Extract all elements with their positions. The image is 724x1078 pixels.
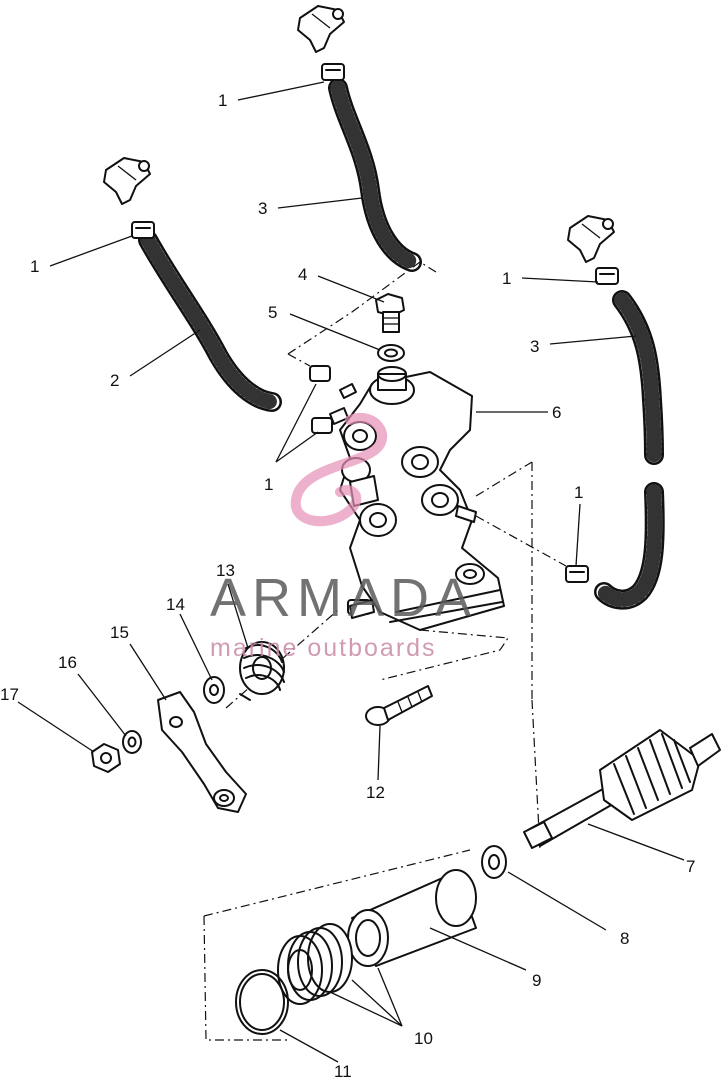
callout-5: 5 (268, 303, 277, 322)
callout-1: 1 (218, 91, 227, 110)
drive-gear-shaft-part-7 (523, 729, 721, 849)
watermark-tagline: marine outboards (210, 634, 437, 662)
leader-lines (17, 81, 685, 1063)
callout-1: 1 (574, 483, 583, 502)
callout-4: 4 (298, 265, 307, 284)
clamp-1-left (131, 221, 155, 239)
washer-part-16 (122, 730, 142, 754)
hose-lower-right (594, 482, 665, 610)
armada-logo-mark (290, 413, 388, 527)
callout-1: 1 (264, 475, 273, 494)
screw-part-4 (375, 293, 405, 333)
callout-10: 10 (414, 1029, 433, 1048)
retaining-ring-part-11 (235, 969, 289, 1035)
clamp-1-top (321, 63, 345, 81)
hose-part-3-right (612, 290, 664, 465)
callout-6: 6 (552, 403, 561, 422)
clamp-1-lower-right (565, 565, 589, 583)
callout-3: 3 (530, 337, 539, 356)
callout-11: 11 (334, 1062, 352, 1078)
spring-part-13 (239, 641, 285, 701)
nozzle-top-left (103, 157, 151, 205)
callout-13: 13 (216, 561, 235, 580)
hose-part-3-upper (328, 78, 422, 272)
callout-17: 17 (0, 685, 19, 704)
callout-7: 7 (686, 857, 695, 876)
callout-15: 15 (110, 623, 129, 642)
callout-16: 16 (58, 653, 77, 672)
watermark-name: ARMADA (210, 568, 477, 628)
callout-2: 2 (110, 371, 119, 390)
callout-1: 1 (30, 257, 39, 276)
washer-part-14 (203, 676, 225, 704)
callout-9: 9 (532, 971, 541, 990)
clamp-1-pump-upper (309, 365, 331, 382)
nut-part-17 (91, 743, 121, 773)
armada-watermark: ARMADA marine outboards (210, 568, 477, 662)
washer-part-8 (481, 845, 507, 879)
shaft-stub (349, 599, 375, 619)
nozzle-top-right (567, 215, 615, 263)
washer-part-5 (377, 344, 405, 362)
callout-12: 12 (366, 783, 385, 802)
callout-14: 14 (166, 595, 185, 614)
hose-part-2 (138, 230, 282, 412)
callout-1: 1 (502, 269, 511, 288)
callout-8: 8 (620, 929, 629, 948)
nozzle-top-center (297, 5, 345, 53)
callout-3: 3 (258, 199, 267, 218)
callout-labels: 1 1 1 1 1 2 3 3 4 5 6 7 8 9 10 11 12 13 … (0, 91, 695, 1078)
clamp-1-right (595, 267, 619, 285)
lever-part-15 (157, 691, 247, 813)
spring-part-10 (277, 923, 353, 1005)
bolt-part-12 (365, 685, 433, 726)
clamp-1-pump-lower (311, 417, 333, 434)
assembly-guide-lines (203, 261, 567, 1041)
sleeve-part-9 (347, 869, 477, 967)
